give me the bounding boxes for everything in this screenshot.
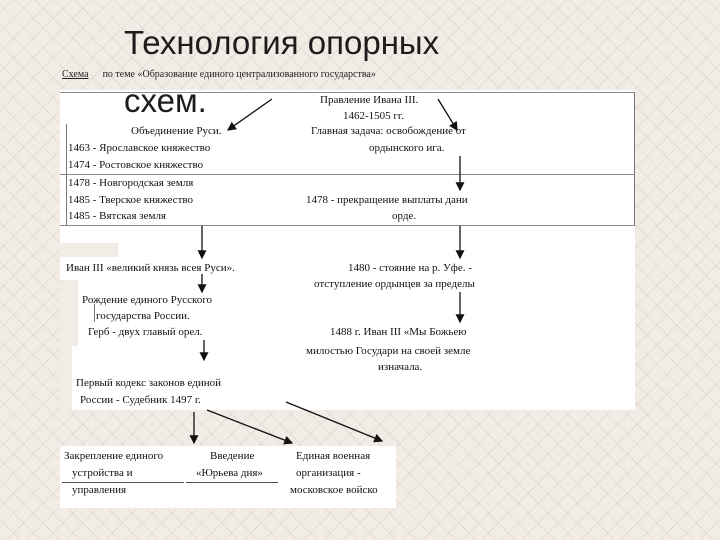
reign-header: Правление Ивана III. (320, 94, 419, 106)
tribute-stop: 1478 - прекращение выплаты дани (306, 194, 468, 206)
scan-cutout (60, 243, 118, 257)
coat-of-arms: Герб - двух главый орел. (88, 326, 203, 338)
outcome-2-line2: «Юрьева дня» (196, 467, 263, 479)
rule-outcome-2 (186, 482, 278, 483)
outcomes-panel (60, 446, 396, 508)
arrow (226, 98, 273, 131)
title-claim: Иван III «великий князь всея Руси». (66, 262, 235, 274)
outcome-3-line3: московское войско (290, 484, 378, 496)
scan-cutout (60, 346, 72, 410)
rule-lower (60, 225, 635, 226)
reign-years: 1462-1505 гг. (343, 110, 404, 122)
outcome-1-line3: управления (72, 484, 127, 496)
slide-title: Технология опорных схем. (124, 24, 440, 119)
ugra-standoff-line2: отступление ордынцев за пределы (314, 278, 475, 290)
rule-middle (60, 174, 635, 175)
outcome-3-line2: организация - (296, 467, 361, 479)
tribute-stop-line2: орде. (392, 210, 417, 222)
law-code-line2: России - Судебник 1497 г. (80, 394, 201, 406)
unification-item: 1485 - Тверское княжество (68, 194, 193, 206)
state-birth: Рождение единого Русского (82, 294, 213, 306)
rule-top (60, 92, 635, 93)
outcome-2: Введение (210, 450, 255, 462)
unification-item: 1463 - Ярославское княжество (68, 142, 211, 154)
rule-right (634, 92, 635, 226)
scheme-panel (60, 90, 635, 410)
caption-text: по теме «Образование единого централизов… (102, 69, 376, 80)
outcome-1-line2: устройства и (72, 467, 133, 479)
unification-heading: Объединение Руси. (131, 125, 222, 137)
state-birth-line2: государства России. (96, 310, 190, 322)
unification-item: 1478 - Новгородская земля (68, 177, 194, 189)
rule-left (66, 124, 67, 226)
divine-rule-line3: изначала. (378, 361, 423, 373)
unification-item: 1474 - Ростовское княжество (68, 159, 204, 171)
law-code: Первый кодекс законов единой (76, 377, 222, 389)
caption-label: Схема (62, 69, 89, 80)
arrow (285, 401, 384, 443)
scheme-caption: Схема по теме «Образование единого центра… (62, 69, 376, 80)
rule-outcome-1 (62, 482, 184, 483)
outcome-1: Закрепление единого (64, 450, 164, 462)
arrow (437, 98, 458, 132)
unification-item: 1485 - Вятская земля (68, 210, 166, 222)
main-task-heading: Главная задача: освобождение от (311, 125, 466, 137)
rule-bracket (94, 304, 95, 322)
main-task-heading-line2: ордынского ига. (369, 142, 445, 154)
divine-rule-line2: милостью Государи на своей земле (306, 345, 471, 357)
outcome-3: Единая военная (296, 450, 371, 462)
ugra-standoff: 1480 - стояние на р. Уфе. - (348, 262, 472, 274)
divine-rule: 1488 г. Иван III «Мы Божьею (330, 326, 467, 338)
scan-cutout (60, 280, 78, 346)
arrow (206, 409, 294, 445)
